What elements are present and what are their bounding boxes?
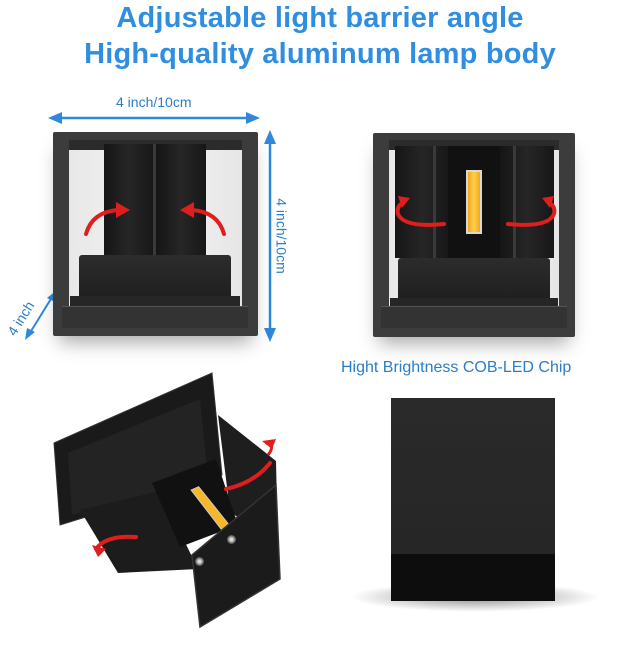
closed-shutter-right [156,144,206,262]
angled-lamp-illustration [53,372,281,629]
lamp-base [398,258,550,304]
headline-adjustable-angle: Adjustable light barrier angle [116,2,524,34]
height-dimension-label: 4 inch/10cm [273,198,290,274]
mounting-screw-top [227,535,236,544]
cube-front-face [391,398,555,555]
frame-top-bar [389,140,559,150]
open-shutter-right [500,146,554,258]
cob-led-caption: Hight Brightness COB-LED Chip [341,359,572,376]
mounting-plate [62,306,248,328]
width-dimension-label: 4 inch/10cm [116,94,192,110]
cob-led-chip [466,170,482,234]
mounting-plate [381,306,567,328]
rotate-inward-left-arrow-icon [84,202,130,236]
rib-right [513,146,516,258]
rotate-inward-right-arrow-icon [180,202,226,236]
rotate-outward-left-arrow-icon [395,196,446,227]
closed-shutter-left [104,144,154,262]
mounting-screw-bottom [195,557,204,566]
width-dimension-arrow-icon [48,112,260,124]
base-lip [70,296,240,306]
base-lip [390,298,558,308]
shutter-hinge [153,144,156,262]
rib-left [433,146,436,258]
lamp-base [79,255,231,303]
cube-bottom-face [391,554,555,601]
rotate-outward-right-arrow-icon [506,196,557,227]
height-dimension-arrow-icon [264,130,276,342]
headline-aluminum-body: High-quality aluminum lamp body [84,38,556,70]
